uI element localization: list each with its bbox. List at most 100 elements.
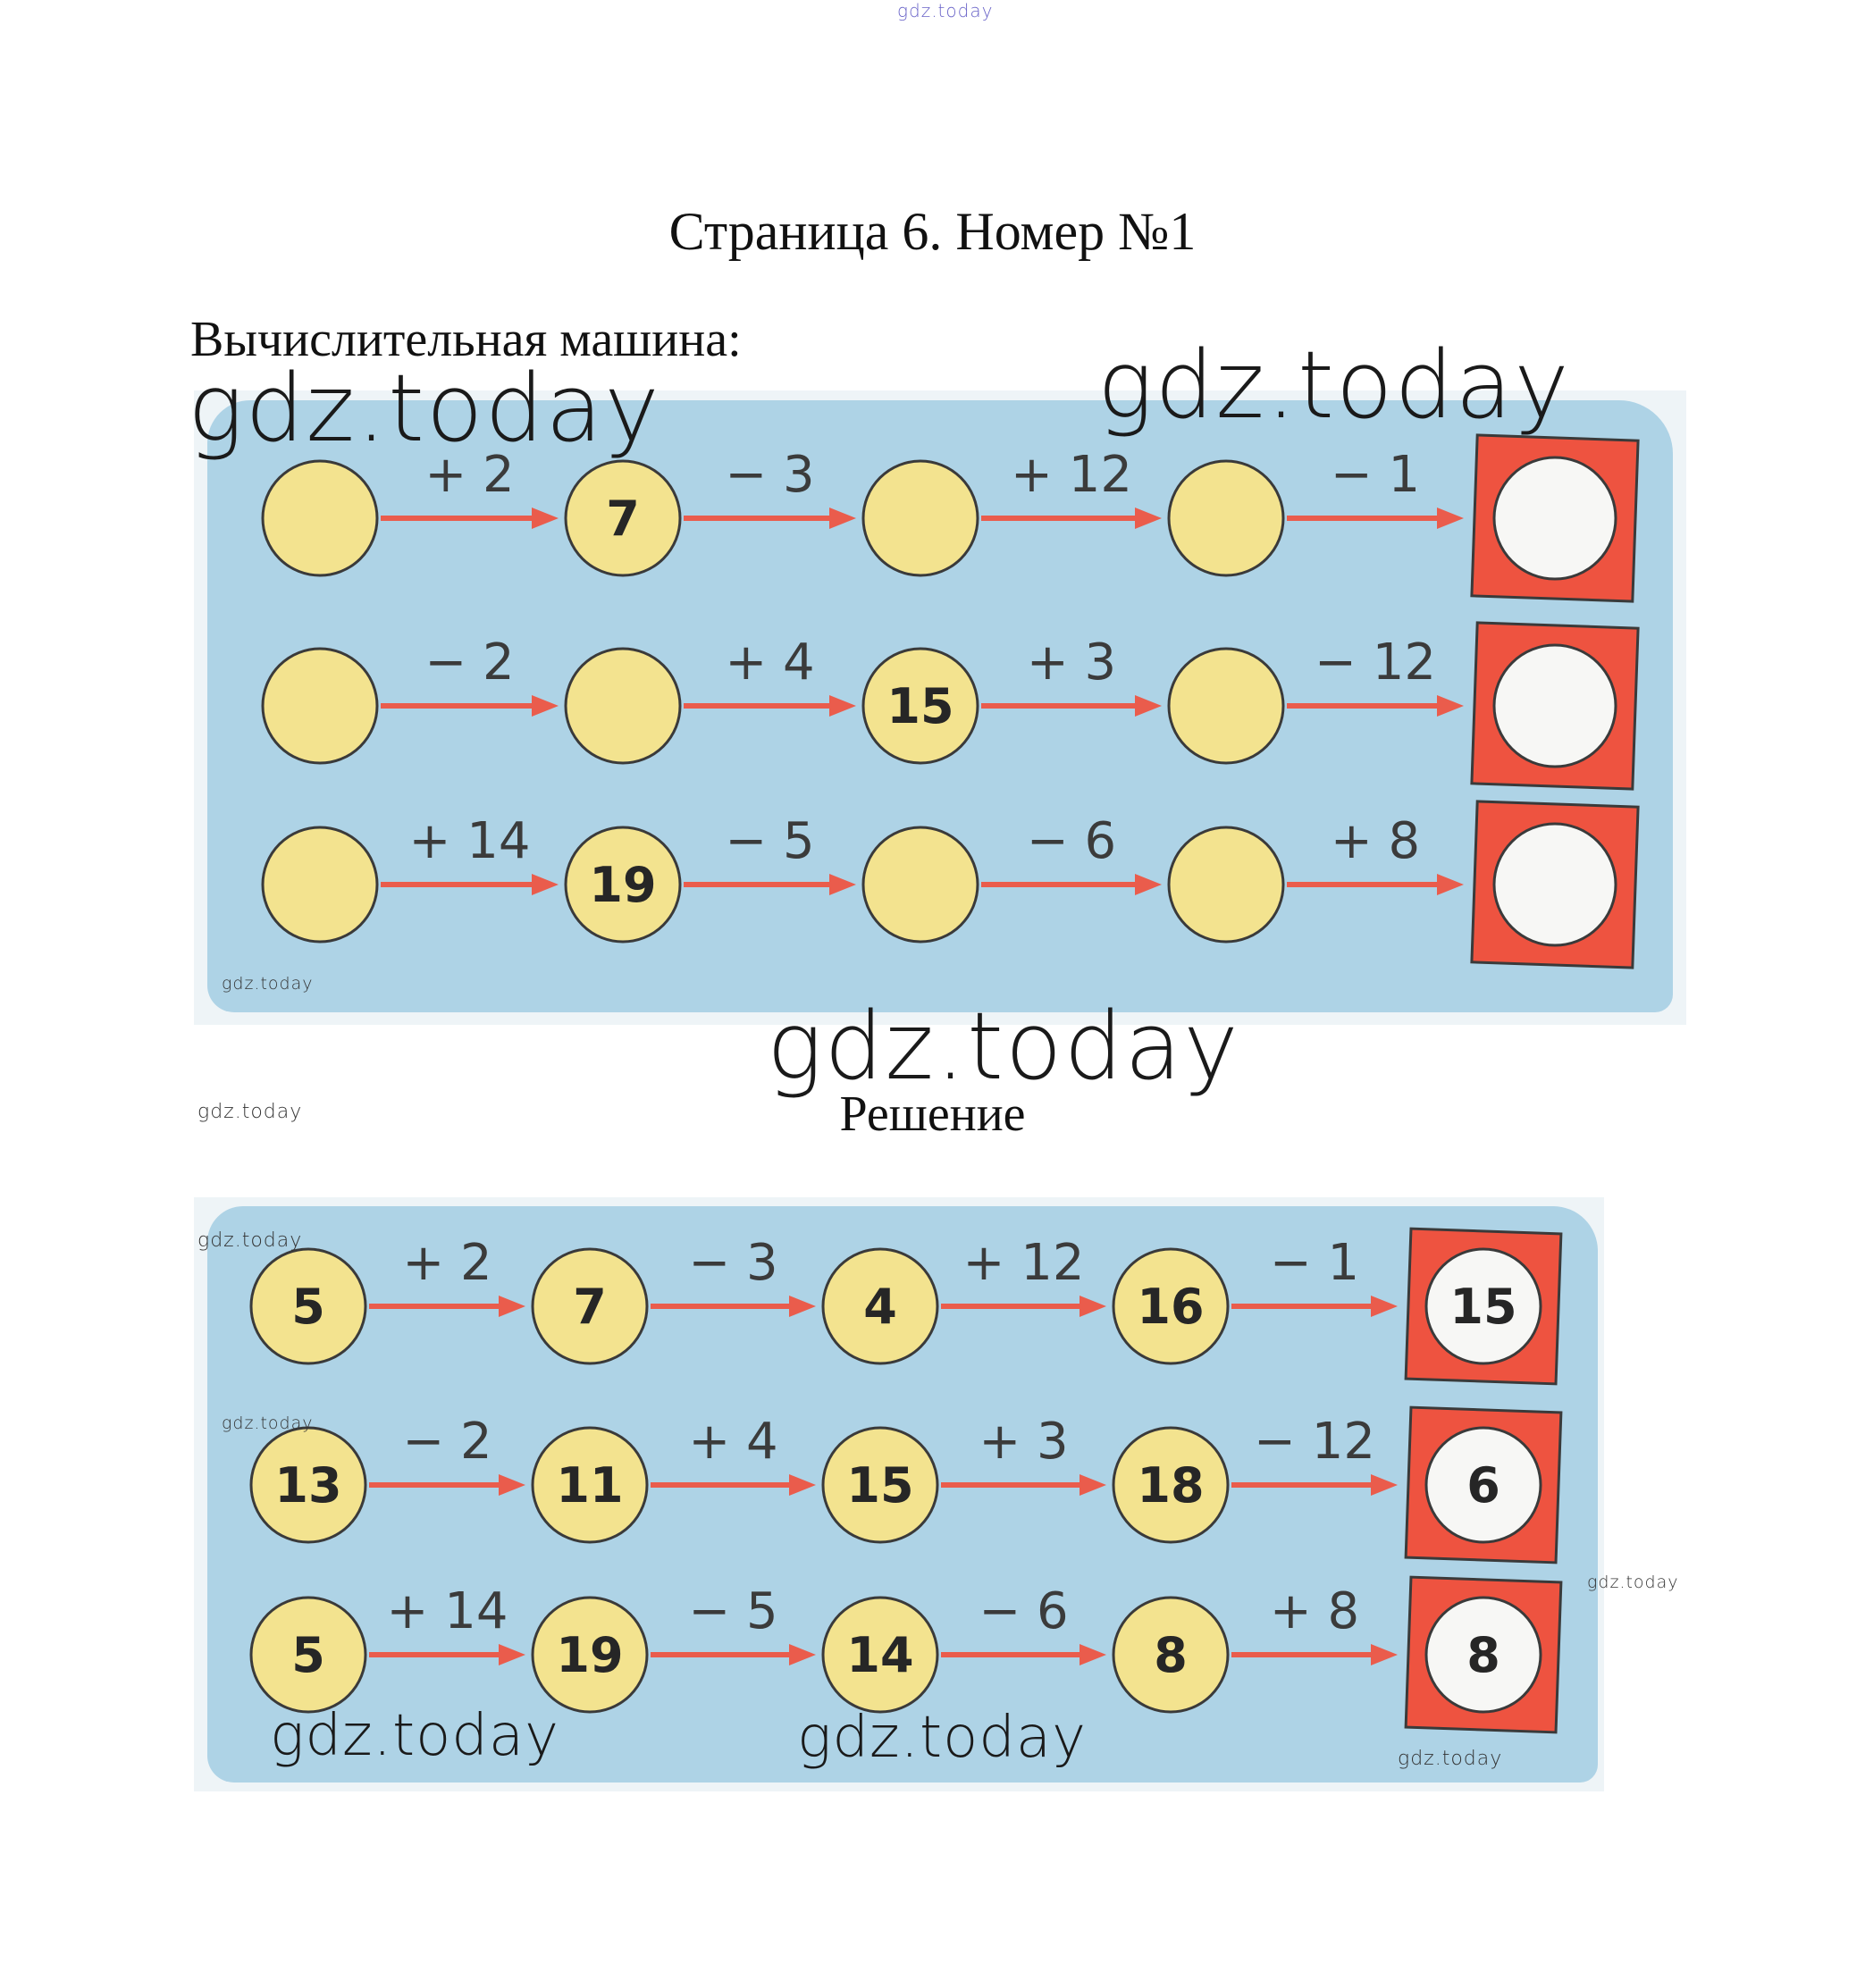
arrow-head <box>1135 507 1162 529</box>
number-value: 14 <box>846 1627 913 1683</box>
arrow-head <box>1437 695 1464 717</box>
arrow-head <box>1371 1296 1398 1317</box>
arrow-head <box>532 695 559 717</box>
result-value: 15 <box>1449 1279 1516 1335</box>
arrow-head <box>1080 1296 1106 1317</box>
number-circle <box>249 1247 367 1365</box>
arrow-head <box>829 695 856 717</box>
arrow-head <box>499 1644 525 1665</box>
number-value: 16 <box>1137 1279 1204 1335</box>
number-value: 15 <box>846 1457 913 1514</box>
number-circle <box>821 1247 939 1365</box>
result-circle <box>1424 1247 1542 1365</box>
number-value: 19 <box>589 857 656 913</box>
number-value: 5 <box>291 1627 325 1683</box>
operation-label: + 4 <box>688 1413 777 1471</box>
result-value: 6 <box>1466 1457 1500 1514</box>
watermark-small-solution: gdz.today <box>197 1229 303 1252</box>
number-circle <box>1167 459 1285 577</box>
operation-label: − 2 <box>402 1413 491 1471</box>
operation-label: − 1 <box>1331 446 1420 504</box>
operation-label: − 3 <box>725 446 814 504</box>
number-circle <box>821 1426 939 1544</box>
number-circle <box>564 459 682 577</box>
arrow-head <box>499 1474 525 1496</box>
number-circle <box>261 826 379 944</box>
solution-label: Решение <box>839 1086 1026 1142</box>
number-circle <box>531 1426 649 1544</box>
operation-label: − 12 <box>1315 633 1436 692</box>
arrow-head <box>829 874 856 895</box>
number-value: 15 <box>886 678 954 734</box>
watermark-bottom-left: gdz.today <box>270 1703 559 1769</box>
number-value: 11 <box>556 1457 623 1514</box>
number-circle <box>1112 1247 1230 1365</box>
task-label: Вычислительная машина: <box>190 312 742 367</box>
arrow-head <box>1371 1644 1398 1665</box>
operation-label: + 3 <box>1027 633 1116 692</box>
number-circle <box>531 1247 649 1365</box>
result-circle <box>1424 1596 1542 1714</box>
watermark-large-right: gdz.today <box>1097 331 1571 440</box>
operation-label: − 5 <box>688 1582 777 1640</box>
number-value: 4 <box>863 1279 897 1335</box>
operation-label: + 4 <box>725 633 814 692</box>
watermark-small-right: gdz.today <box>1587 1573 1679 1592</box>
number-circle <box>249 1596 367 1714</box>
operation-label: + 12 <box>963 1234 1085 1292</box>
arrow-head <box>499 1296 525 1317</box>
number-value: 7 <box>573 1279 607 1335</box>
number-value: 18 <box>1137 1457 1204 1514</box>
number-circle <box>1167 826 1285 944</box>
number-circle <box>861 459 979 577</box>
number-value: 5 <box>291 1279 325 1335</box>
arrow-head <box>1437 507 1464 529</box>
arrow-head <box>1371 1474 1398 1496</box>
operation-label: + 3 <box>979 1413 1068 1471</box>
watermark-small-left: gdz.today <box>197 1101 303 1123</box>
result-value: 8 <box>1466 1627 1500 1683</box>
operation-label: − 5 <box>725 812 814 870</box>
watermark-bottom-right: gdz.today <box>1398 1748 1503 1770</box>
number-circle <box>564 647 682 765</box>
arrow-head <box>1135 874 1162 895</box>
arrow-head <box>789 1474 816 1496</box>
number-circle <box>1112 1596 1230 1714</box>
number-circle <box>564 826 682 944</box>
number-circle <box>1167 647 1285 765</box>
number-value: 19 <box>556 1627 623 1683</box>
operation-label: + 2 <box>402 1234 491 1292</box>
arrow-head <box>1080 1644 1106 1665</box>
number-circle <box>861 647 979 765</box>
number-value: 7 <box>606 491 640 547</box>
watermark-top: gdz.today <box>897 0 994 21</box>
operation-label: − 6 <box>1027 812 1116 870</box>
number-circle <box>261 459 379 577</box>
page-title: Страница 6. Номер №1 <box>668 202 1197 261</box>
result-circle <box>1492 643 1617 768</box>
watermark-large-center: gdz.today <box>767 992 1240 1101</box>
operation-label: + 8 <box>1270 1582 1359 1640</box>
arrow-head <box>829 507 856 529</box>
number-circle <box>261 647 379 765</box>
watermark-small-task: gdz.today <box>222 974 314 994</box>
arrow-head <box>789 1296 816 1317</box>
watermark-large-left: gdz.today <box>188 354 661 463</box>
number-circle <box>861 826 979 944</box>
operation-label: − 1 <box>1270 1234 1359 1292</box>
result-circle <box>1424 1426 1542 1544</box>
operation-label: + 8 <box>1331 812 1420 870</box>
number-value: 13 <box>274 1457 341 1514</box>
number-circle <box>531 1596 649 1714</box>
operation-label: − 3 <box>688 1234 777 1292</box>
operation-label: − 12 <box>1254 1413 1375 1471</box>
number-value: 8 <box>1154 1627 1188 1683</box>
arrow-head <box>1080 1474 1106 1496</box>
result-circle <box>1492 822 1617 947</box>
number-circle <box>249 1426 367 1544</box>
operation-label: + 14 <box>387 1582 508 1640</box>
operation-label: − 6 <box>979 1582 1068 1640</box>
operation-label: + 12 <box>1011 446 1132 504</box>
